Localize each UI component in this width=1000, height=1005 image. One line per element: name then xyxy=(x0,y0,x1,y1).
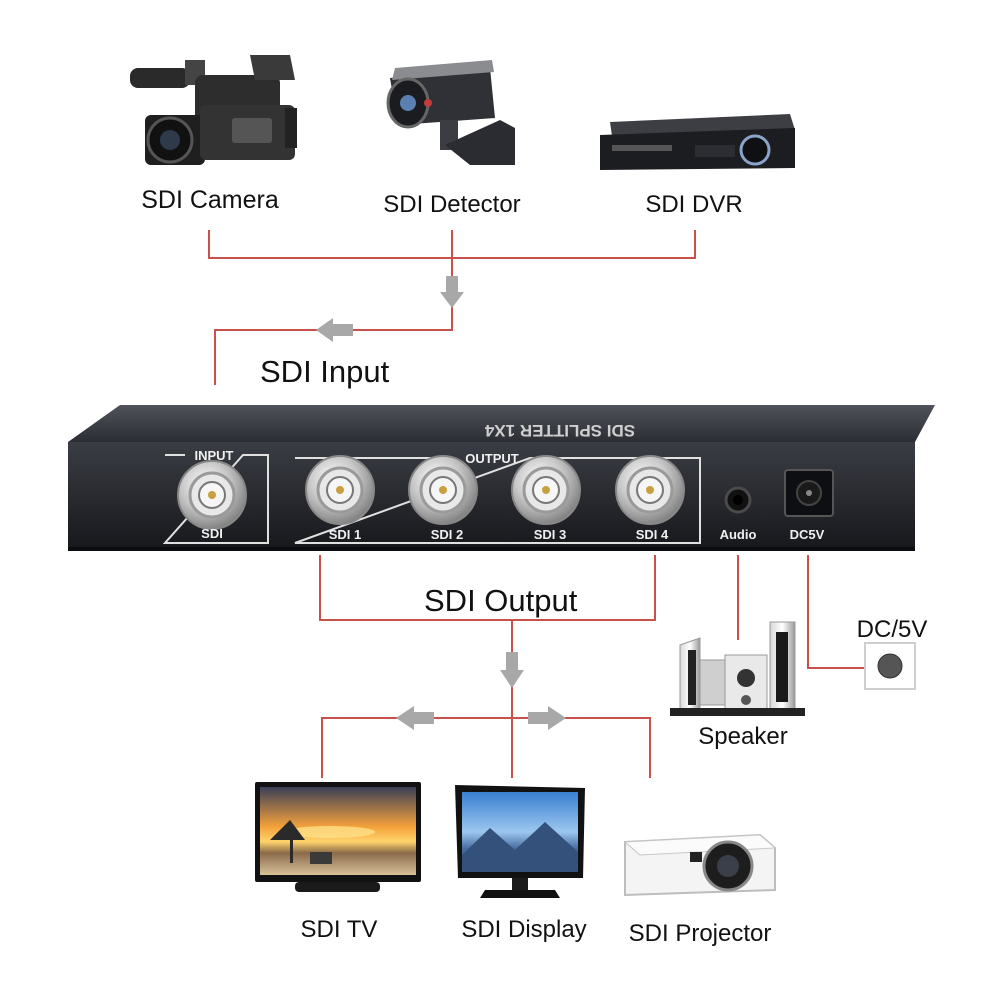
output-port-label: SDI 1 xyxy=(329,527,362,542)
power-supply-icon xyxy=(864,642,916,690)
camera-label: SDI Camera xyxy=(141,186,279,214)
output-bnc-port-3[interactable] xyxy=(511,455,581,525)
right-arrow xyxy=(528,706,566,730)
audio-jack-port[interactable] xyxy=(724,486,752,514)
detector-label: SDI Detector xyxy=(383,191,520,218)
output-port-label: SDI 3 xyxy=(534,527,567,542)
power-supply-label: DC/5V xyxy=(857,616,928,643)
security-camera-icon xyxy=(386,60,515,165)
projector-label: SDI Projector xyxy=(629,920,772,947)
input-group-label: INPUT xyxy=(195,448,234,463)
output-bnc-port-1[interactable] xyxy=(305,455,375,525)
dvr-icon xyxy=(600,114,795,170)
sdi-splitter-device: SDI SPLITTER 1X4 INPUT OUTPUT SDI xyxy=(68,405,935,551)
dc-power-port[interactable] xyxy=(784,469,834,517)
tv-icon xyxy=(255,782,421,892)
projector-icon xyxy=(623,833,777,897)
sdi-input-label: SDI Input xyxy=(260,354,390,389)
speaker-label: Speaker xyxy=(698,723,787,750)
speaker-icon xyxy=(670,621,805,716)
output-connector-lines xyxy=(319,555,865,778)
output-bnc-port-2[interactable] xyxy=(408,455,478,525)
monitor-icon xyxy=(455,785,585,898)
power-port-label: DC5V xyxy=(790,527,825,542)
input-bnc-port[interactable] xyxy=(177,460,247,530)
sdi-output-label: SDI Output xyxy=(424,583,578,618)
splitter-top-text: SDI SPLITTER 1X4 xyxy=(484,421,635,440)
output-bnc-port-4[interactable] xyxy=(615,455,685,525)
output-port-label: SDI 2 xyxy=(431,527,464,542)
camera-icon xyxy=(130,55,297,165)
left-arrow xyxy=(316,318,353,342)
left-arrow xyxy=(396,706,434,730)
tv-label: SDI TV xyxy=(301,916,378,943)
audio-port-label: Audio xyxy=(720,527,757,542)
output-group-label: OUTPUT xyxy=(465,451,519,466)
output-port-label: SDI 4 xyxy=(636,527,669,542)
down-arrow xyxy=(440,276,464,308)
down-arrow xyxy=(500,652,524,688)
input-port-label: SDI xyxy=(201,526,223,541)
dvr-label: SDI DVR xyxy=(645,191,742,218)
display-label: SDI Display xyxy=(461,916,586,943)
